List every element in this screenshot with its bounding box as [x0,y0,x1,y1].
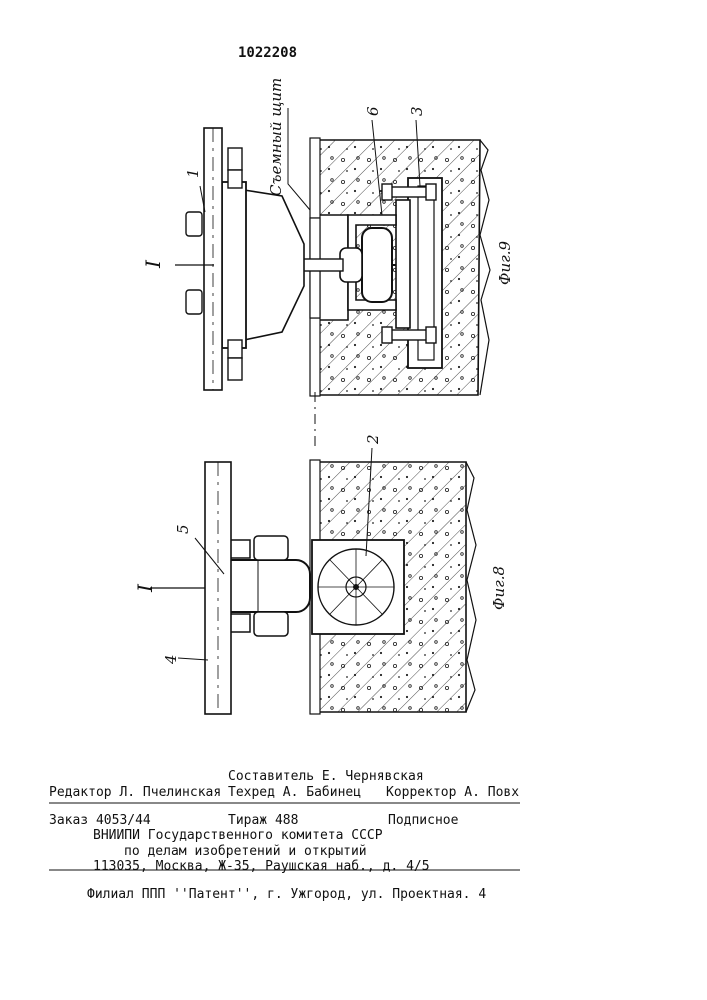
footer-circulation: Тираж 488 [228,813,298,828]
footer-compiler: Составитель Е. Чернявская [228,769,424,784]
fig9-drawing [175,108,490,450]
fig8-wheel [312,540,404,634]
fig9-beam [204,128,222,390]
fig9-shield-label: Съемный щит [267,78,285,196]
fig9-flange [244,190,304,340]
footer-org-line2: по делам изобретений и открытий [124,844,367,859]
fig8-caption: Фиг.8 [490,566,508,610]
footer-org-line1: ВНИИПИ Государственного комитета СССР [93,828,383,843]
fig9-label-6: 6 [364,106,382,116]
fig8-label-5: 5 [174,524,192,534]
footer-branch: Филиал ППП ''Патент'', г. Ужгород, ул. П… [87,887,486,902]
fig9-caption: Фиг.9 [496,241,514,285]
footer-subscription: Подписное [388,813,458,828]
fig9-label-1: 1 [184,168,202,178]
fig8-roller [218,560,310,612]
fig9-label-3: 3 [408,106,426,116]
footer-editor: Редактор Л. Пчелинская [49,785,221,800]
footer-corrector: Корректор А. Повх [386,785,519,800]
fig9-section-mark: I [141,259,165,269]
fig8-drawing [150,448,476,714]
fig8-label-2: 2 [364,434,382,445]
fig8-section-mark: I [133,583,157,593]
footer-org-line3: 113035, Москва, Ж-35, Раушская наб., д. … [93,859,430,874]
footer-order: Заказ 4053/44 [49,813,151,828]
fig8-label-4: 4 [162,654,180,665]
footer-techred: Техред А. Бабинец [228,785,361,800]
fig8-beam [205,462,231,714]
